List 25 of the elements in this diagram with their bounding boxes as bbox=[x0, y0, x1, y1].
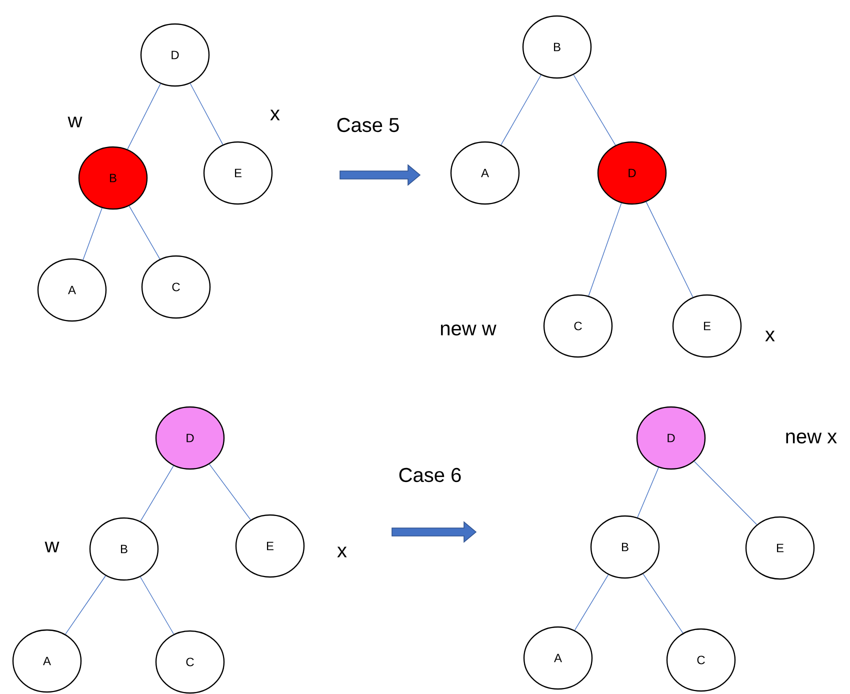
tree-edge bbox=[500, 74, 542, 146]
case-label: Case 6 bbox=[399, 468, 461, 482]
tree-edge bbox=[646, 201, 694, 298]
tree-edge bbox=[127, 83, 161, 150]
tree-edge bbox=[637, 467, 659, 518]
tree-edge bbox=[694, 461, 758, 525]
tree-edge bbox=[588, 202, 622, 296]
tree-edge bbox=[642, 574, 684, 634]
tree-edge bbox=[190, 83, 224, 145]
tree-edge bbox=[65, 575, 106, 635]
variable-label: w bbox=[44, 542, 60, 552]
tree-edge bbox=[574, 574, 609, 631]
tree-edge bbox=[140, 576, 174, 634]
variable-label: w bbox=[68, 116, 82, 128]
tree-edge bbox=[82, 208, 102, 260]
variable-label: new w bbox=[441, 324, 496, 336]
variable-label: x bbox=[270, 110, 280, 120]
variable-label: new x bbox=[786, 432, 837, 444]
variable-label: x bbox=[765, 330, 775, 342]
variable-label: x bbox=[337, 546, 347, 558]
case-label: Case 5 bbox=[337, 118, 399, 132]
tree-edge bbox=[209, 464, 251, 520]
tree-edge bbox=[140, 465, 174, 522]
tree-edge bbox=[128, 206, 160, 260]
tree-edge bbox=[573, 74, 616, 146]
